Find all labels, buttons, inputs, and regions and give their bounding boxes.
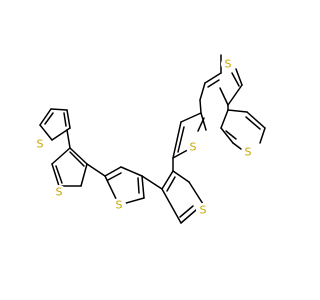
sulfur-atom-6: S: [221, 57, 235, 71]
molecule-structure-diagram: S S S S S S S: [33, 54, 266, 224]
sulfur-atom-4: S: [196, 203, 210, 217]
svg-text:S: S: [56, 186, 63, 199]
thiophene-ring-1: [39, 108, 71, 141]
thiophene-ring-2: [51, 147, 88, 187]
svg-text:S: S: [245, 146, 252, 159]
svg-text:S: S: [225, 58, 232, 71]
inter-ring-bonds: [66, 99, 229, 190]
svg-text:S: S: [190, 141, 197, 154]
thiophene-ring-5: [172, 112, 207, 159]
svg-text:S: S: [37, 138, 44, 151]
sulfur-atom-3: S: [112, 198, 126, 212]
thiophene-ring-3: [104, 166, 145, 206]
thiophene-ring-6: [199, 54, 243, 106]
sulfur-atom-1: S: [33, 137, 47, 151]
svg-text:S: S: [116, 199, 123, 212]
sulfur-atom-2: S: [52, 185, 66, 199]
sulfur-atom-7: S: [241, 145, 255, 159]
thiophene-ring-7: [220, 109, 266, 153]
svg-text:S: S: [200, 204, 207, 217]
sulfur-atom-5: S: [186, 140, 200, 154]
thiophene-ring-4: [161, 170, 204, 224]
